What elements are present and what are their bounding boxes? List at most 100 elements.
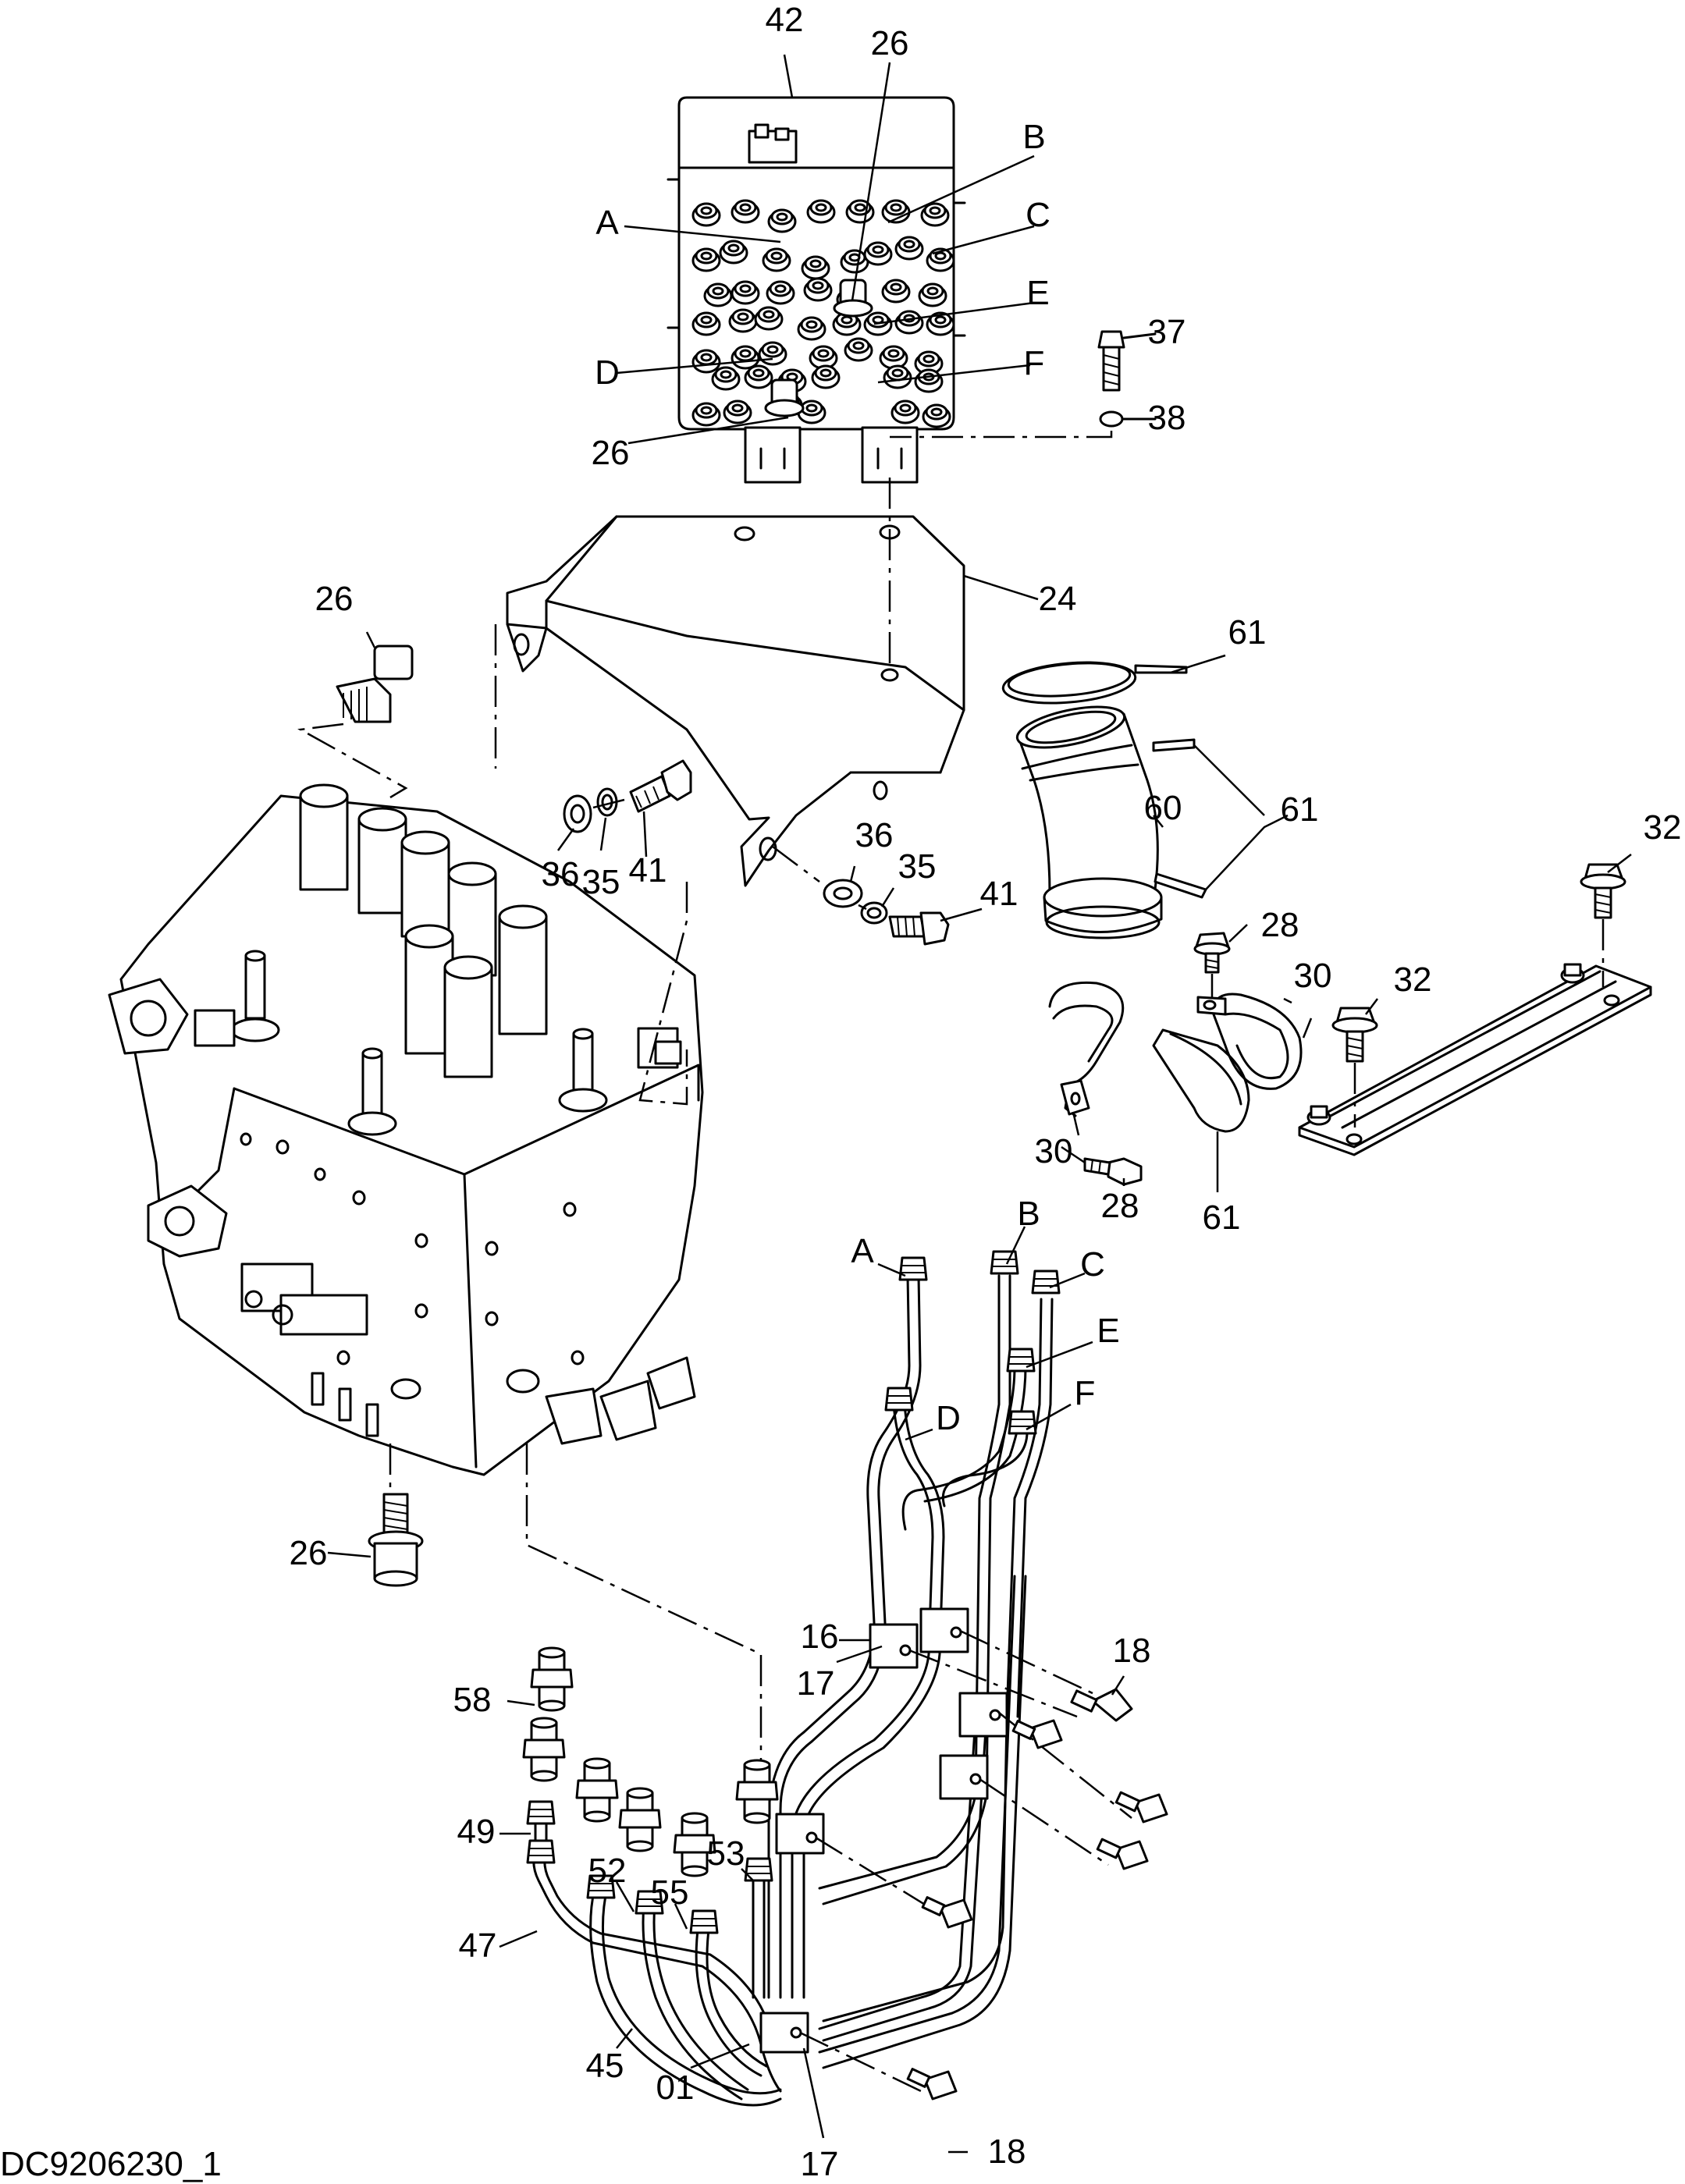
port-fitting (723, 400, 752, 424)
plug-26-left (336, 645, 414, 723)
band-61-low (1152, 1028, 1250, 1133)
port-fitting (920, 202, 950, 227)
callout-p53: 53 (707, 1834, 745, 1873)
callout-lB2: B (1017, 1195, 1040, 1233)
callout-p01: 01 (656, 2069, 695, 2107)
bolt-28-lower (1083, 1157, 1143, 1186)
drawing-id: DC9206230_1 (0, 2145, 222, 2183)
tube-nut (898, 1256, 928, 1281)
washer-36-lower (823, 879, 863, 908)
port-fitting (731, 280, 760, 305)
adapter-fitting (735, 1759, 779, 1824)
port-fitting (691, 402, 721, 427)
callout-p32_a: 32 (1644, 808, 1682, 847)
port-fitting (801, 255, 830, 280)
port-fitting (894, 236, 924, 261)
tube-nut (884, 1387, 914, 1412)
port-fitting (731, 199, 760, 224)
tube-end-nuts (526, 1250, 1061, 1934)
port-fitting (914, 368, 944, 393)
adapter-fitting (530, 1646, 574, 1712)
callout-p37: 37 (1148, 313, 1186, 351)
plug-26-manifold (764, 378, 805, 417)
washer-36-upper (563, 794, 592, 833)
tube-nut (1031, 1270, 1061, 1294)
port-fitting (754, 306, 784, 331)
bolt-37 (1097, 330, 1125, 392)
bolt-18-c (1114, 1791, 1168, 1824)
callout-p55: 55 (651, 1873, 689, 1912)
callout-lF2: F (1075, 1374, 1096, 1412)
port-fitting (881, 279, 911, 304)
bolt-18-b (1011, 1719, 1063, 1749)
tube-nut (1006, 1348, 1036, 1373)
port-fitting (894, 310, 924, 335)
clamp-30-right (1196, 993, 1303, 1090)
port-fitting (797, 400, 827, 424)
port-fitting (691, 202, 721, 227)
tube-nut (526, 1839, 556, 1864)
callout-p16: 16 (801, 1618, 839, 1656)
adapter-fitting (522, 1717, 566, 1782)
callout-p41_b: 41 (980, 875, 1018, 913)
callout-lA: A (595, 204, 619, 242)
pilot-tubes (767, 1274, 1054, 2069)
callout-p52: 52 (588, 1852, 627, 1890)
callout-p18_a: 18 (1113, 1632, 1151, 1670)
port-fitting (809, 345, 838, 370)
callout-lB: B (1022, 118, 1045, 156)
port-fitting (806, 199, 836, 224)
port-fitting (922, 403, 951, 428)
manifold-port-fittings (691, 199, 955, 428)
tube-nut (526, 1800, 556, 1825)
adapter-fitting (673, 1812, 716, 1877)
callout-lD: D (595, 353, 620, 392)
port-fitting (803, 277, 833, 302)
adapter-fitting (618, 1787, 662, 1852)
band-61-top (1001, 661, 1188, 705)
port-fitting (719, 240, 748, 265)
band-61-low-tail (1154, 872, 1207, 899)
port-fitting (863, 241, 893, 266)
leader-lines (327, 54, 1632, 2154)
bolt-28-upper (1193, 932, 1231, 974)
callout-p61_b: 61 (1281, 790, 1319, 829)
callout-lE: E (1026, 274, 1049, 312)
bolt-18-a (1070, 1688, 1133, 1722)
adapter-fitting (575, 1757, 619, 1823)
callout-lC2: C (1080, 1245, 1105, 1284)
port-fitting (845, 199, 875, 224)
callout-p45: 45 (586, 2047, 624, 2085)
bracket-24 (506, 515, 965, 887)
adapter-fittings (522, 1646, 779, 1877)
callout-p30_a: 30 (1294, 957, 1332, 995)
tube-nut (689, 1909, 719, 1934)
port-fitting (758, 341, 787, 366)
port-fitting (691, 247, 721, 272)
tube-nut (635, 1890, 664, 1915)
bolt-32-b (1331, 1007, 1378, 1063)
callout-p17_b: 17 (801, 2145, 839, 2183)
callout-p24: 24 (1039, 580, 1077, 618)
port-fitting (691, 311, 721, 336)
callout-p61_c: 61 (1203, 1199, 1241, 1237)
callout-p61_a: 61 (1228, 613, 1267, 652)
bolt-41-lower (888, 911, 950, 946)
control-valve (108, 783, 704, 1476)
clamp-block-16 (759, 1607, 1008, 2054)
callout-p35_a: 35 (582, 863, 620, 901)
bolt-41-upper (629, 759, 692, 813)
plug-26-bottom (368, 1493, 424, 1587)
port-fitting (914, 350, 944, 375)
band-61-mid-tail (1152, 738, 1196, 752)
callout-p30_b: 30 (1035, 1132, 1073, 1170)
port-fitting (890, 400, 920, 424)
port-fitting (767, 208, 797, 233)
port-fitting (762, 247, 791, 272)
port-fitting (711, 366, 741, 391)
port-fitting (703, 282, 733, 307)
port-fitting (883, 364, 912, 389)
port-fitting (728, 308, 758, 333)
